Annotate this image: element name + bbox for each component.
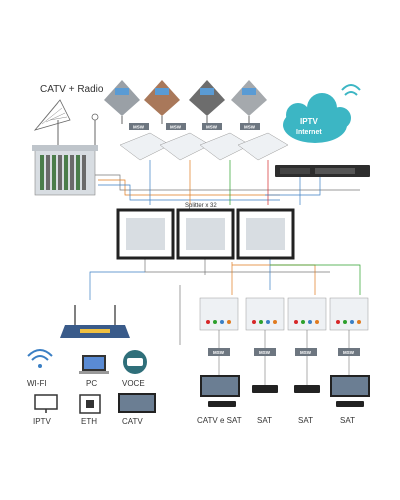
msw-label: MSW xyxy=(133,125,145,130)
tv-set-icon xyxy=(118,393,156,413)
svg-text:Internet: Internet xyxy=(296,129,322,136)
radio-antenna xyxy=(91,113,99,150)
catv-radio-label: CATV + Radio xyxy=(40,84,104,95)
msw-label: MSW xyxy=(213,350,225,355)
msw-drop-lines xyxy=(218,330,350,385)
satellite-dish-3 xyxy=(189,80,225,124)
bottom-multiswitches xyxy=(199,297,369,331)
ethernet-port-icon xyxy=(79,394,101,414)
voce-label: VOCE xyxy=(122,379,145,388)
top-msw-labels: MSW MSW MSW MSW xyxy=(129,123,260,130)
wifi-label: WI-FI xyxy=(27,379,47,388)
catv-antenna xyxy=(33,99,71,150)
router xyxy=(60,305,130,338)
connection-lines xyxy=(89,160,361,345)
rack-switch xyxy=(275,165,370,177)
catv-label: CATV xyxy=(122,417,143,426)
msw-label: MSW xyxy=(259,350,271,355)
msw-label: MSW xyxy=(170,125,182,130)
bottom-tv-1 xyxy=(200,375,240,407)
eth-label: ETH xyxy=(81,417,97,426)
satellite-dish-1 xyxy=(104,80,140,124)
satellite-receiver-1 xyxy=(252,385,278,393)
iptv-internet-label: IPTV xyxy=(300,117,318,126)
bottom-tv-2 xyxy=(330,375,370,407)
msw-label: MSW xyxy=(343,350,355,355)
sat-label-2: SAT xyxy=(298,416,313,425)
laptop-icon xyxy=(79,355,109,374)
satellite-dish-2 xyxy=(144,80,180,124)
wifi-icon xyxy=(27,349,53,368)
iptv-label: IPTV xyxy=(33,417,51,426)
iptv-cloud: IPTV Internet xyxy=(283,84,361,143)
msw-label: MSW xyxy=(206,125,218,130)
sat-label-1: SAT xyxy=(257,416,272,425)
sat-label-3: SAT xyxy=(340,416,355,425)
satellite-receiver-2 xyxy=(294,385,320,393)
pc-label: PC xyxy=(86,379,97,388)
tv-monitor-icon xyxy=(34,394,58,413)
top-multiswitches xyxy=(119,132,289,161)
phone-icon xyxy=(123,350,147,374)
splitter-label: Splitter x 32 xyxy=(185,203,217,209)
satellite-dish-4 xyxy=(231,80,267,124)
bottom-msw-labels: MSW MSW MSW MSW xyxy=(208,348,360,356)
headend-rack xyxy=(32,145,98,196)
splitter-panels xyxy=(116,208,295,260)
msw-label: MSW xyxy=(244,125,256,130)
catv-sat-label: CATV e SAT xyxy=(197,416,242,425)
msw-label: MSW xyxy=(300,350,312,355)
